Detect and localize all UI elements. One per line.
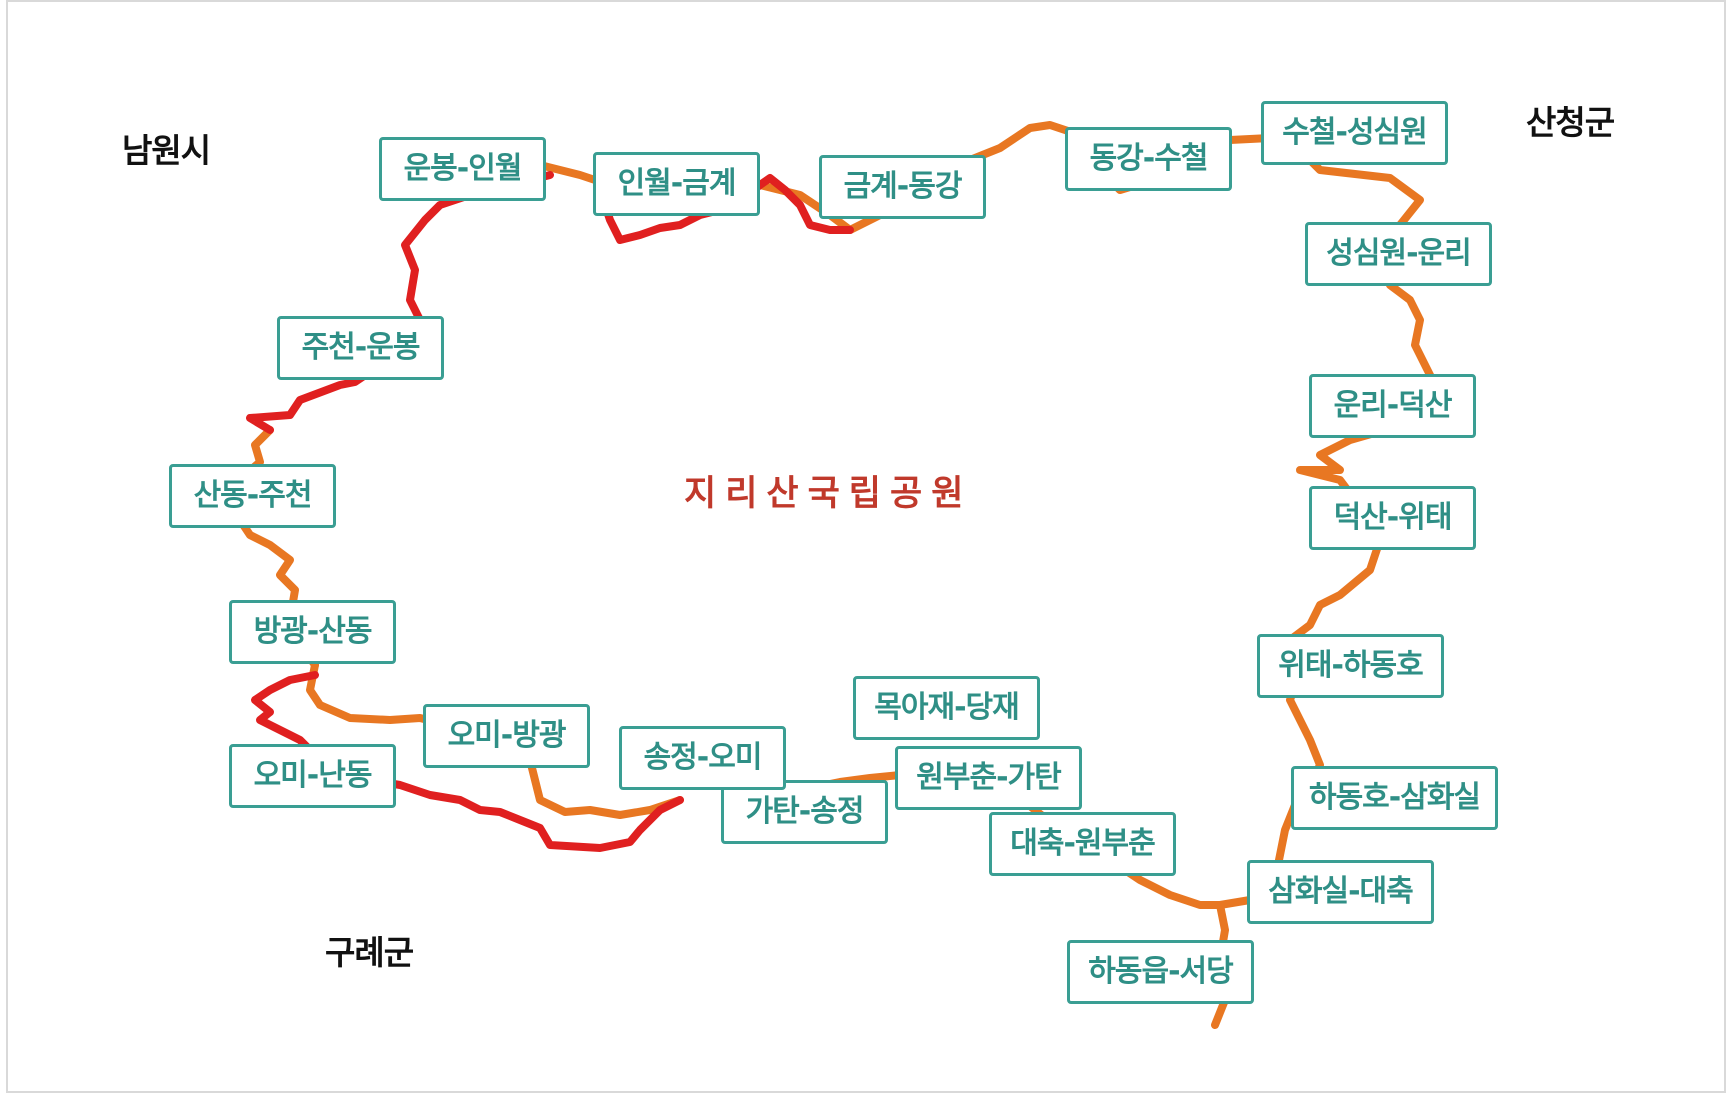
section-label-wonbuchun-gatan[interactable]: 원부춘-가탄 — [895, 746, 1082, 810]
section-label-mogajae-dangjae[interactable]: 목아재-당재 — [853, 676, 1040, 740]
park-name: 지리산국립공원 — [684, 474, 973, 514]
section-label-jucheon-unbong[interactable]: 주천-운봉 — [277, 316, 444, 380]
region-label-sancheong: 산청군 — [1526, 103, 1615, 142]
section-label-daechuk-wonbuchun[interactable]: 대축-원부춘 — [989, 812, 1176, 876]
route-red-north-west — [246, 171, 554, 434]
section-label-sandong-jucheon[interactable]: 산동-주천 — [169, 464, 336, 528]
region-label-gurye: 구례군 — [325, 933, 414, 972]
section-label-samhwasil-daechuk[interactable]: 삼화실-대축 — [1247, 860, 1434, 924]
region-label-namwon: 남원시 — [122, 131, 211, 170]
section-label-witae-hadongho[interactable]: 위태-하동호 — [1257, 634, 1444, 698]
section-label-donggang-sucheol[interactable]: 동강-수철 — [1065, 127, 1232, 191]
section-label-inwol-geumgye[interactable]: 인월-금계 — [593, 152, 760, 216]
section-label-banggwang-sandong[interactable]: 방광-산동 — [229, 600, 396, 664]
section-label-omi-banggwang[interactable]: 오미-방광 — [423, 704, 590, 768]
route-red-southwest — [251, 671, 684, 852]
section-label-sucheol-seongsimwon[interactable]: 수철-성심원 — [1261, 101, 1448, 165]
section-label-seongsimwon-unri[interactable]: 성심원-운리 — [1305, 222, 1492, 286]
section-label-songjeong-omi[interactable]: 송정-오미 — [619, 726, 786, 790]
section-label-hadongeup-seodang[interactable]: 하동읍-서당 — [1067, 940, 1254, 1004]
section-label-unbong-inwol[interactable]: 운봉-인월 — [379, 137, 546, 201]
section-label-gatan-songjeong[interactable]: 가탄-송정 — [721, 780, 888, 844]
section-label-unri-deoksan[interactable]: 운리-덕산 — [1309, 374, 1476, 438]
section-label-omi-nandong[interactable]: 오미-난동 — [229, 744, 396, 808]
section-label-hadongho-samhwasil[interactable]: 하동호-삼화실 — [1291, 766, 1498, 830]
section-label-geumgye-donggang[interactable]: 금계-동강 — [819, 155, 986, 219]
section-label-deoksan-witae[interactable]: 덕산-위태 — [1309, 486, 1476, 550]
